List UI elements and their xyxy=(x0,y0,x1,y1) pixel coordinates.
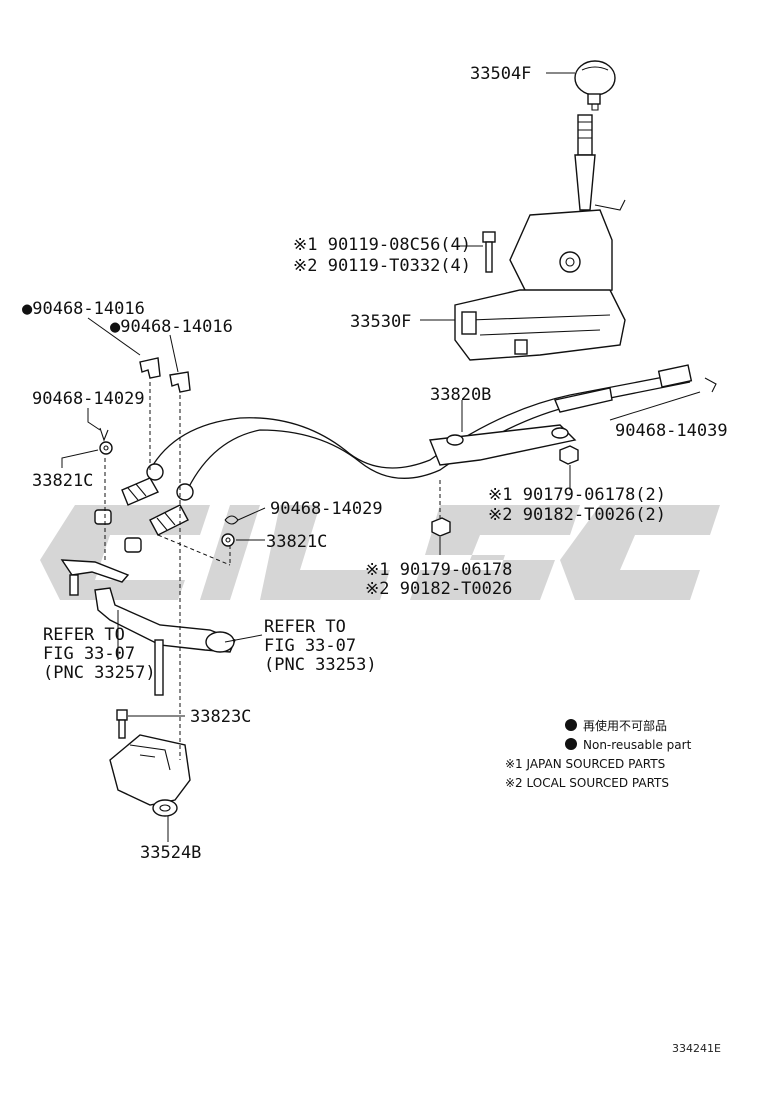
leader-lines xyxy=(61,317,701,842)
transmission-levers xyxy=(60,559,236,696)
alignment-lines xyxy=(104,382,441,760)
legend-line3: ※1 JAPAN SOURCED PARTS xyxy=(505,757,665,771)
label-cable: 33820B xyxy=(430,385,491,405)
bushing-left-parts xyxy=(94,441,113,525)
shift-knob xyxy=(574,60,616,111)
label-bracket: 33524B xyxy=(140,843,201,863)
nuts xyxy=(431,445,579,537)
ref-right-line3: (PNC 33253) xyxy=(264,655,377,675)
label-bushing-mid: 33821C xyxy=(266,532,327,552)
ref-left-line2: FIG 33-07 xyxy=(43,644,135,664)
legend-bullet-1 xyxy=(565,719,577,731)
label-clip-upper-2: ●90468-14016 xyxy=(110,317,233,337)
label-nut-right-line1: ※1 90179-06178(2) xyxy=(488,485,666,505)
legend-line4: ※2 LOCAL SOURCED PARTS xyxy=(505,776,669,790)
watermark xyxy=(40,505,720,600)
label-clip-left: 90468-14029 xyxy=(32,389,145,409)
label-nut-right-line2: ※2 90182-T0026(2) xyxy=(488,505,666,525)
ref-left-line3: (PNC 33257) xyxy=(43,663,156,683)
ref-left-line1: REFER TO xyxy=(43,625,125,645)
label-bolt-line2: ※2 90119-T0332(4) xyxy=(293,256,471,276)
shift-cable-assembly xyxy=(121,364,693,536)
bushing-mid-parts xyxy=(124,533,235,553)
clips xyxy=(99,357,717,525)
label-nut-center-line2: ※2 90182-T0026 xyxy=(365,579,512,599)
lever-bolt xyxy=(482,231,496,273)
shift-lever-assembly xyxy=(454,114,626,361)
legend: 再使用不可部品 Non-reusable part ※1 JAPAN SOURC… xyxy=(505,718,692,790)
label-shift-lever: 33530F xyxy=(350,312,411,332)
legend-line2: Non-reusable part xyxy=(583,738,692,752)
label-bolt-line1: ※1 90119-08C56(4) xyxy=(293,235,471,255)
label-nut-center-line1: ※1 90179-06178 xyxy=(365,560,512,580)
label-clip-right: 90468-14039 xyxy=(615,421,728,441)
label-bushing-left: 33821C xyxy=(32,471,93,491)
label-clip-mid: 90468-14029 xyxy=(270,499,383,519)
legend-line1: 再使用不可部品 xyxy=(583,718,667,733)
ref-right-line2: FIG 33-07 xyxy=(264,636,356,656)
ref-right-line1: REFER TO xyxy=(264,617,346,637)
figure-id: 334241E xyxy=(672,1042,721,1055)
label-clip-upper-1: ●90468-14016 xyxy=(22,299,145,319)
label-shift-knob: 33504F xyxy=(470,64,531,84)
label-bracket-bolt: 33823C xyxy=(190,707,251,727)
bracket xyxy=(109,709,191,817)
legend-bullet-2 xyxy=(565,738,577,750)
